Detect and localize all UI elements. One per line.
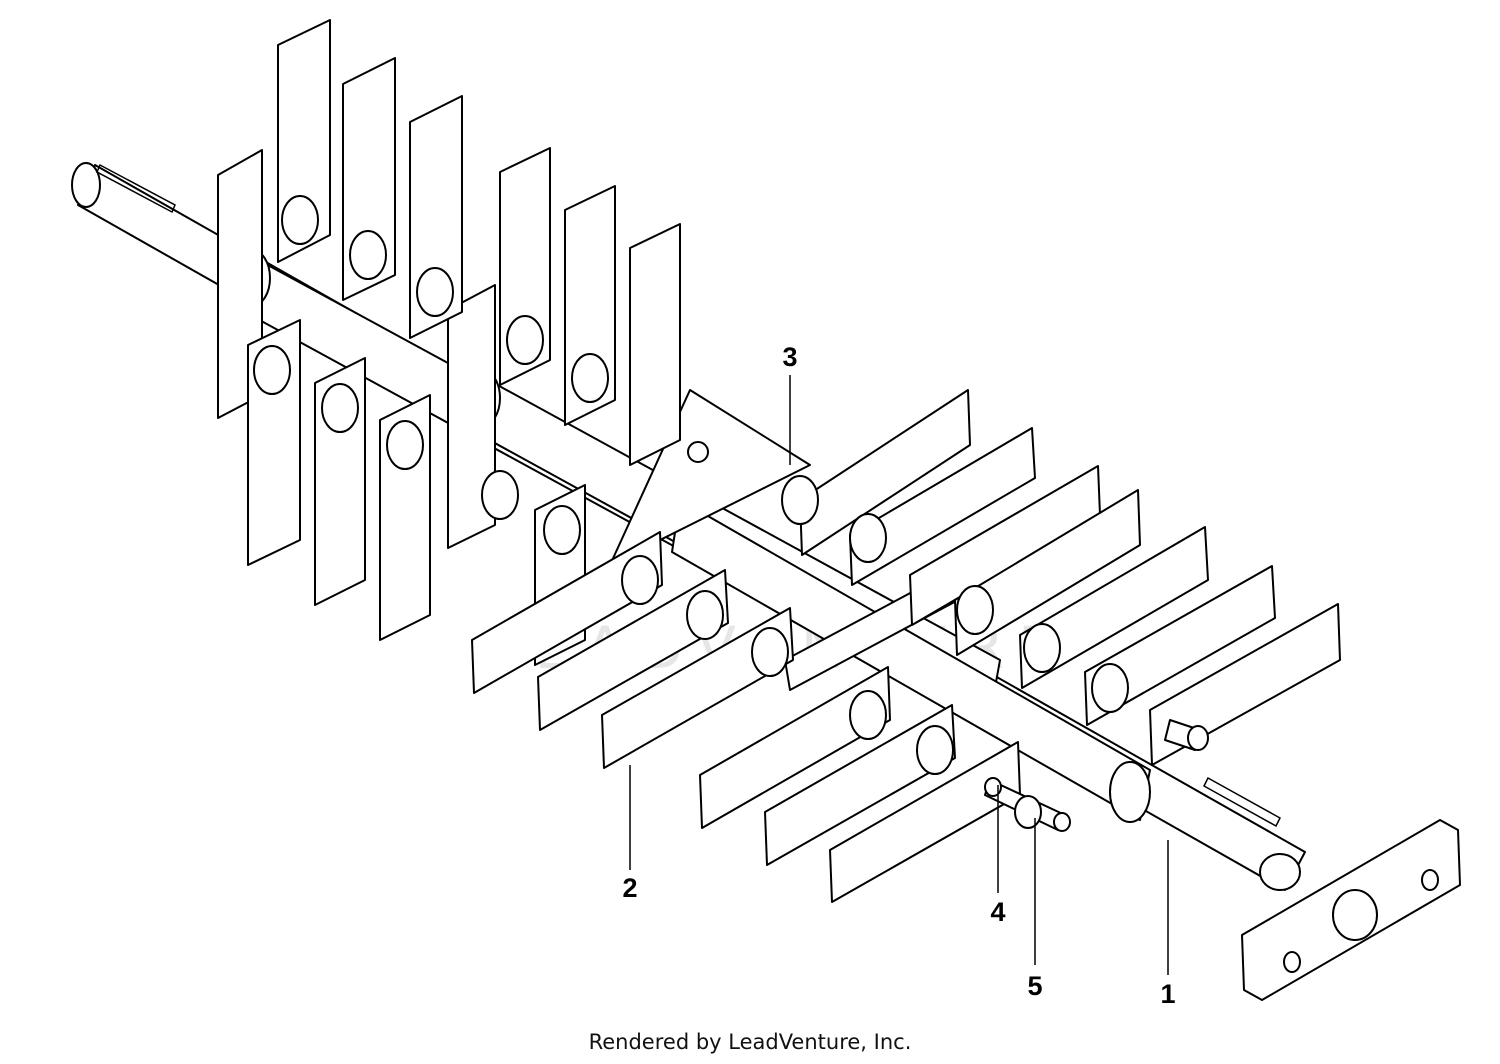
- horizontal-flails[interactable]: [471, 389, 1341, 903]
- mounting-plate[interactable]: [1241, 819, 1461, 1001]
- clip[interactable]: [1014, 795, 1042, 829]
- callout-5: 5: [1027, 971, 1042, 1001]
- callout-4: 4: [990, 897, 1005, 927]
- callout-2: 2: [622, 873, 637, 903]
- bolt-nut: [1164, 719, 1209, 751]
- callout-1: 1: [1160, 979, 1175, 1009]
- callout-3: 3: [782, 342, 797, 372]
- spacer-rollers: [253, 195, 1129, 775]
- leader-lines: [629, 375, 1169, 975]
- render-credit: Rendered by LeadVenture, Inc.: [588, 1030, 912, 1054]
